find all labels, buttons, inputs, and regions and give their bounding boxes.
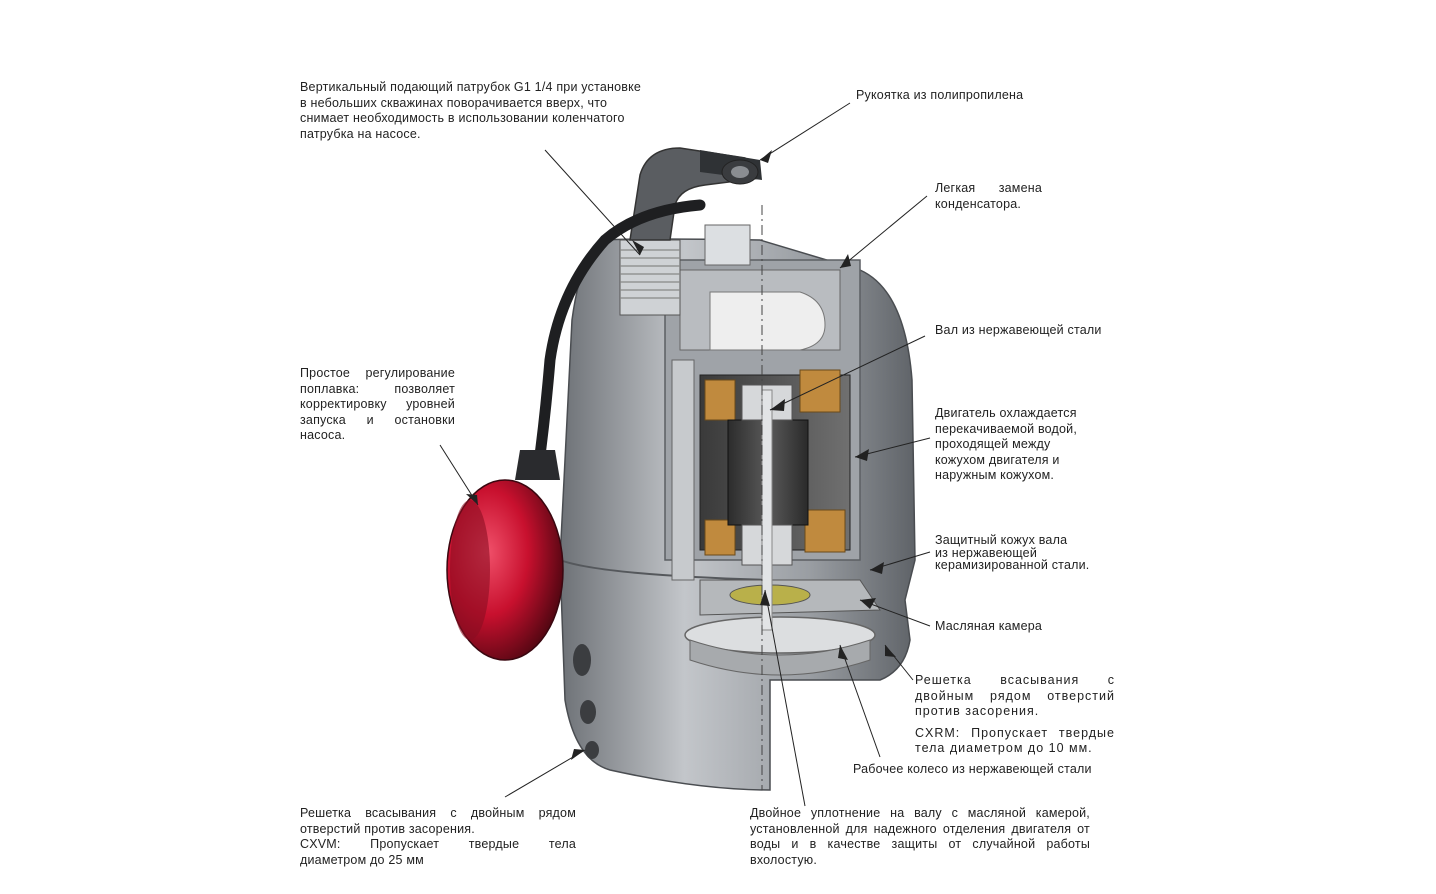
label-grid-cxrm: Решетка всасывания с двойным рядом отвер…: [915, 673, 1115, 755]
label-shaft: Вал из нержавеющей стали: [935, 323, 1102, 337]
float-cable: [532, 199, 706, 476]
label-float: Простое регулирование поплавка: позволяе…: [300, 366, 455, 442]
float-switch: [446, 450, 564, 661]
cutaway-interior: [664, 205, 881, 790]
label-double-seal: Двойное уплотнение на валу с масляной ка…: [750, 806, 1090, 867]
label-handle: Рукоятка из полипропилена: [856, 88, 1024, 102]
label-impeller: Рабочее колесо из нержавеющей стали: [853, 762, 1092, 776]
label-motor-cooling: Двигатель охлаждается перекачиваемой вод…: [935, 406, 1078, 482]
label-oil-chamber: Масляная камера: [935, 619, 1043, 633]
leader-arrows: [466, 150, 896, 760]
label-shaft-cover: Защитный кожух вала из нержавеющей керам…: [935, 533, 1090, 572]
label-capacitor: Легкая замена конденсатора.: [935, 181, 1042, 211]
outlet-pipe: [619, 224, 751, 316]
label-outlet-pipe: Вертикальный подающий патрубок G1 1/4 пр…: [300, 80, 642, 141]
label-grid-cxvm: Решетка всасывания с двойным рядом отвер…: [300, 806, 576, 867]
handle: [629, 147, 762, 241]
